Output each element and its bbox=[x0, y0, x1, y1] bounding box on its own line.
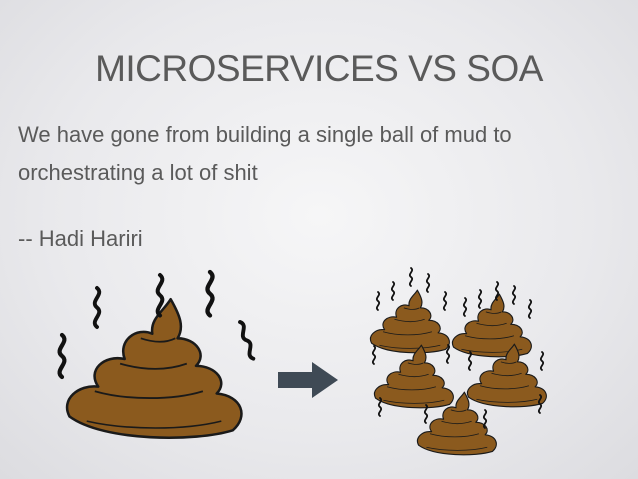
many-small-poop-icons bbox=[369, 289, 547, 456]
right-arrow-icon bbox=[278, 362, 338, 398]
slide-title: MICROSERVICES VS SOA bbox=[95, 48, 543, 89]
large-poop-icon bbox=[65, 297, 243, 439]
quote-text: We have gone from building a single ball… bbox=[18, 122, 512, 185]
quote-author: -- Hadi Hariri bbox=[18, 226, 143, 251]
